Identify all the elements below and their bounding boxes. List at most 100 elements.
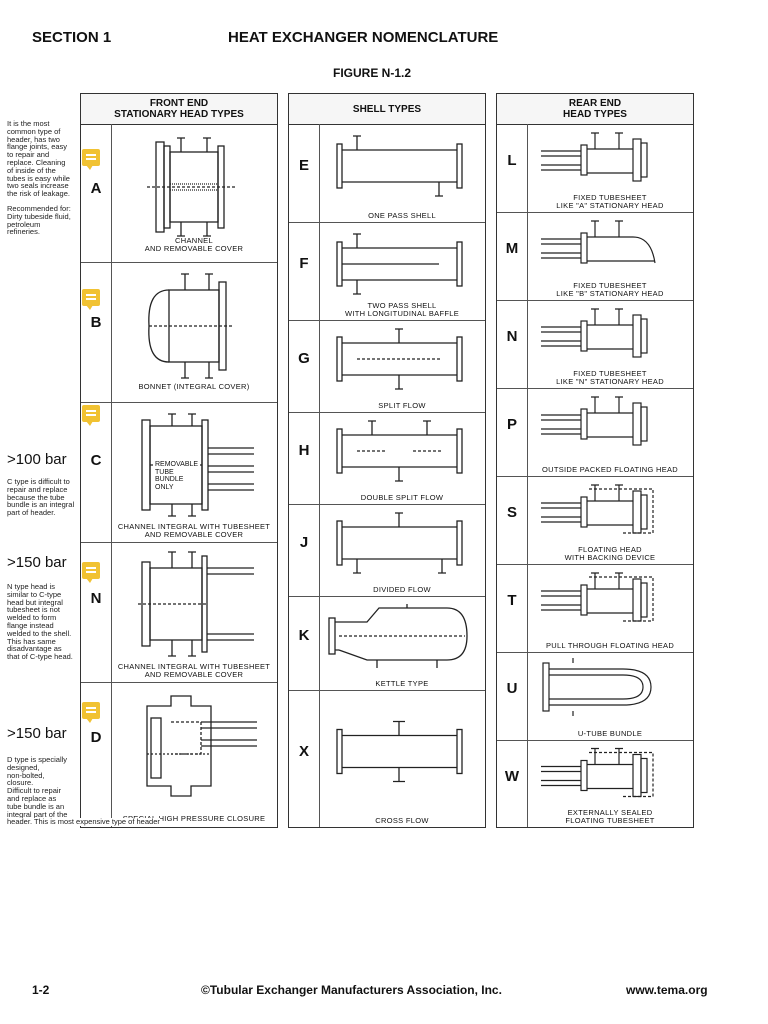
rear-head-diagram (541, 747, 654, 798)
removable-label-line: ONLY (155, 483, 174, 491)
front-end-column: FRONT END STATIONARY HEAD TYPES A CHANNE… (80, 93, 278, 828)
channel-integral-tubesheet-n-diagram (138, 551, 254, 657)
note-line: common type of (7, 126, 61, 136)
rear-caption-1: FLOATING HEAD (578, 545, 642, 554)
rear-letter: W (504, 767, 520, 785)
rear-head-diagram (542, 658, 652, 716)
note-line: It is the most (7, 119, 50, 128)
rear-letter: M (505, 240, 519, 257)
removable-label-line: TUBE (155, 468, 174, 476)
note-line: bundle is an integral (7, 500, 75, 510)
removable-label-line: REMOVABLE (155, 461, 199, 468)
front-caption-2: AND REMOVABLE COVER (144, 530, 244, 539)
shell-types-title: SHELL TYPES (352, 103, 422, 115)
shell-letter: E (298, 157, 309, 174)
note-line: two seals increase (7, 181, 69, 191)
page-title: HEAT EXCHANGER NOMENCLATURE (228, 29, 499, 46)
note-line: header, has two (7, 134, 60, 144)
rear-letter: U (506, 680, 518, 697)
annotation-a: It is the most common type of header, ha… (7, 120, 70, 198)
note-line: that of C-type head. (7, 652, 73, 662)
note-line: tubesheet is not (7, 605, 60, 615)
note-line: disadvantage as (7, 644, 62, 654)
front-end-title-2: STATIONARY HEAD TYPES (114, 109, 244, 120)
comment-icon[interactable] (82, 702, 100, 723)
front-caption-2: AND REMOVABLE COVER (144, 244, 244, 253)
rear-letter: N (506, 328, 518, 345)
comment-icon[interactable] (82, 562, 100, 583)
front-letter: D (90, 729, 102, 746)
rear-letter: P (506, 416, 517, 433)
front-item-a: A CHANNEL AND REMOVABLE COVER (81, 124, 277, 263)
front-letter-strip (81, 124, 112, 827)
note-line: non-bolted, (7, 770, 45, 780)
shell-diagram (336, 420, 463, 482)
rear-letter: L (507, 152, 517, 169)
rear-head-diagram (541, 396, 648, 446)
rear-caption-2: LIKE "N" STATIONARY HEAD (556, 377, 664, 386)
rear-end-header: REAR END HEAD TYPES (497, 94, 693, 125)
note-line: closure. (7, 778, 34, 788)
removable-bundle-label: REMOVABLE TUBE BUNDLE ONLY (155, 461, 199, 491)
shell-caption-1: ONE PASS SHELL (368, 211, 436, 220)
shell-letter-strip (289, 124, 320, 827)
special-high-pressure-closure-diagram (146, 695, 257, 797)
shell-letter: J (299, 534, 309, 551)
front-letter: B (90, 314, 102, 331)
shell-diagram (336, 233, 463, 295)
annotation-c: C type is difficult to repair and replac… (7, 478, 74, 517)
rear-caption-1: EXTERNALLY SEALED (567, 808, 653, 817)
note-line: integral part of the (7, 809, 68, 819)
note-line: similar to C-type (7, 589, 62, 599)
rear-end-title-1: REAR END (568, 98, 622, 109)
front-caption-1: SPECIAL HIGH PRESSURE CLOSURE (122, 814, 266, 823)
bonnet-diagram (148, 273, 233, 379)
rear-head-diagram (541, 484, 654, 534)
note-line: Dirty tubeside fluid, (7, 211, 71, 221)
front-letter: C (90, 452, 102, 469)
front-letter: N (90, 590, 102, 607)
rear-caption-1: U-TUBE BUNDLE (577, 729, 643, 738)
shell-diagram (336, 135, 463, 197)
rear-end-column: REAR END HEAD TYPES L FIXED TUBESHEET LIKE… (496, 93, 694, 828)
front-letter: A (90, 180, 102, 197)
note-line: of inside of the (7, 165, 56, 175)
annotation-n: N type head is similar to C-type head bu… (7, 583, 73, 661)
rear-caption-1: FIXED TUBESHEET (573, 193, 647, 202)
rear-head-diagram (541, 132, 648, 182)
shell-letter: F (299, 255, 309, 272)
front-item-n: N CHANNEL INTEGRAL WITH TUBESHEET AND RE… (81, 542, 277, 683)
comment-icon[interactable] (82, 405, 100, 426)
front-end-header: FRONT END STATIONARY HEAD TYPES (81, 94, 277, 125)
comment-icon[interactable] (82, 289, 100, 310)
shell-item: E ONE PASS SHELL (289, 124, 485, 223)
note-line: tubes is easy while (7, 173, 70, 183)
note-line: head but integral (7, 597, 63, 607)
shell-caption-1: TWO PASS SHELL (367, 301, 437, 310)
shell-letter: X (298, 742, 309, 760)
rear-item: U U-TUBE BUNDLE (497, 652, 693, 741)
annotation-d: D type is specially designed, non-bolted… (7, 755, 160, 827)
note-line: C type is difficult to (7, 477, 70, 486)
website-link[interactable]: www.tema.org (626, 983, 708, 997)
rear-head-diagram (541, 308, 648, 358)
front-caption-1: CHANNEL INTEGRAL WITH TUBESHEET (117, 662, 271, 671)
note-line: D type is specially (7, 755, 68, 764)
pressure-label-d: >150 bar (7, 725, 67, 742)
shell-letter: H (298, 442, 310, 459)
page-number: 1-2 (32, 983, 50, 997)
note-line: welded to form (7, 613, 57, 623)
comment-icon[interactable] (82, 149, 100, 170)
note-line: because the tube (7, 492, 65, 502)
note-line: designed, (7, 762, 40, 772)
note-line: Difficult to repair (7, 786, 62, 796)
rear-item: P OUTSIDE PACKED FLOATING HEAD (497, 388, 693, 477)
shell-types-header: SHELL TYPES (289, 94, 485, 125)
shell-caption-2: WITH LONGITUDINAL BAFFLE (344, 309, 460, 318)
rear-caption-1: OUTSIDE PACKED FLOATING HEAD (541, 465, 679, 474)
shell-caption-1: DIVIDED FLOW (373, 585, 431, 594)
